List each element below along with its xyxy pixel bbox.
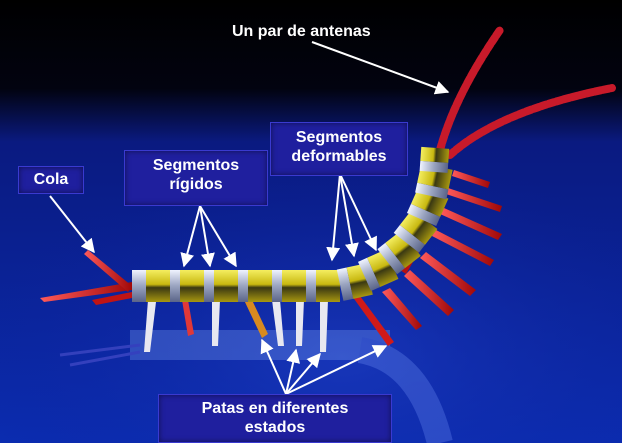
label-antenas: Un par de antenas <box>232 22 371 41</box>
label-patas: Patas en diferentes estados <box>158 394 392 443</box>
arrow-deformable-1 <box>326 173 341 262</box>
arrow-deformable-3 <box>339 173 377 252</box>
arrow-rigido-3 <box>199 205 237 268</box>
label-antenas-text: Un par de antenas <box>232 23 371 40</box>
label-cola-text: Cola <box>33 171 69 188</box>
label-rigidos-line1: Segmentos <box>152 157 240 174</box>
label-deformables-line2: deformables <box>291 148 387 165</box>
arrow-patas-4 <box>285 345 388 395</box>
body-deformable <box>336 146 453 301</box>
label-patas-line1: Patas en diferentes <box>201 400 349 417</box>
arrow-rigido-2 <box>199 205 215 268</box>
label-deformables-line1: Segmentos <box>295 129 383 146</box>
arrow-deformable-2 <box>339 173 359 258</box>
arrow-patas-1 <box>260 338 287 395</box>
legs-rigid <box>144 296 394 352</box>
tail <box>40 250 132 305</box>
label-segmentos-deformables: Segmentos deformables <box>270 122 408 176</box>
body-rigid <box>132 270 340 302</box>
label-rigidos-line2: rígidos <box>169 176 223 193</box>
label-patas-line2: estados <box>244 419 306 436</box>
antennas <box>436 26 616 159</box>
arrow-patas-2 <box>285 348 301 395</box>
label-segmentos-rigidos: Segmentos rígidos <box>124 150 268 206</box>
annotation-arrows <box>49 41 450 395</box>
arrow-rigido-1 <box>180 205 201 268</box>
arrow-antenas <box>311 41 450 95</box>
arrow-cola <box>49 195 95 254</box>
arrow-patas-3 <box>285 352 321 395</box>
label-cola: Cola <box>18 166 84 194</box>
